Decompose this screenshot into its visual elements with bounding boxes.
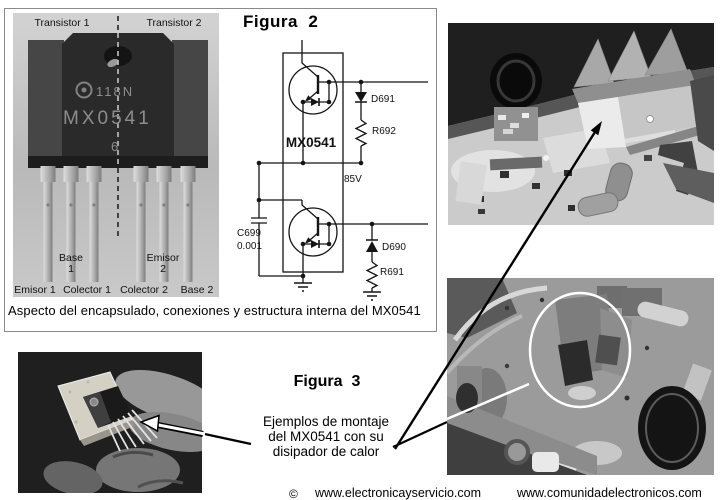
pin-label-base2: Base 2 bbox=[181, 284, 214, 296]
chip-labels: Transistor 1 Transistor 2 Base 1 Emisor … bbox=[14, 17, 213, 296]
figure3-caption: Ejemplos de montaje del MX0541 con su di… bbox=[246, 414, 406, 460]
label-85v: 85V bbox=[344, 174, 362, 185]
label-c699: C699 bbox=[237, 228, 261, 239]
label-d690: D690 bbox=[382, 242, 406, 253]
transistor1-circle bbox=[288, 65, 338, 115]
resistor-r692-symbol bbox=[354, 119, 368, 147]
transistor2-circle bbox=[288, 207, 338, 257]
label-r691: R691 bbox=[380, 267, 404, 278]
ic-label: MX0541 bbox=[286, 135, 337, 150]
transistor-on-plate bbox=[83, 386, 132, 428]
ground-symbols bbox=[294, 282, 381, 301]
marking-mx0541: MX0541 bbox=[63, 108, 152, 129]
pin-label-colector1: Colector 1 bbox=[63, 284, 111, 296]
pin-label-emisor2-num: 2 bbox=[160, 263, 166, 275]
pin-label-colector2: Colector 2 bbox=[120, 284, 168, 296]
resistor-r691-symbol bbox=[365, 261, 379, 289]
circuit-board-photo bbox=[447, 278, 714, 475]
hand-transistor-photo bbox=[18, 352, 202, 493]
label-c699-value: 0.001 bbox=[237, 241, 262, 252]
heatsink-board-photo bbox=[448, 23, 714, 225]
marking-6: 6 bbox=[111, 139, 118, 154]
figure3-caption-line: disipador de calor bbox=[272, 444, 380, 460]
brand-logo-icon bbox=[75, 81, 93, 99]
diode-d690-symbol bbox=[366, 241, 378, 252]
copyright-icon: © bbox=[289, 487, 298, 500]
label-d691: D691 bbox=[371, 94, 395, 105]
footer-site2: www.comunidadelectronicos.com bbox=[517, 486, 702, 500]
schematic-wires bbox=[251, 40, 428, 301]
chip-markings: 118N MX0541 6 bbox=[63, 84, 152, 154]
footer-site1: www.electronicayservicio.com bbox=[315, 486, 482, 500]
pin-label-base1: Base bbox=[59, 252, 83, 264]
figure2-panel: 118N MX0541 6 Transistor 1 Transistor 2 … bbox=[4, 8, 437, 332]
marking-118n: 118N bbox=[96, 84, 134, 99]
diode-d691-symbol bbox=[355, 92, 367, 102]
figure2-caption: Aspecto del encapsulado, conexiones y es… bbox=[8, 303, 421, 318]
capacitor bbox=[490, 53, 542, 141]
pin-label-emisor1: Emisor 1 bbox=[14, 284, 56, 296]
transistor2-label: Transistor 2 bbox=[146, 17, 201, 29]
transistor1-label: Transistor 1 bbox=[34, 17, 89, 29]
label-r692: R692 bbox=[372, 126, 396, 137]
schematic-symbols bbox=[256, 79, 378, 279]
ic-outline bbox=[282, 52, 344, 273]
figure3-caption-line: del MX0541 con su bbox=[268, 429, 384, 445]
heatsink bbox=[572, 28, 702, 155]
chip-pins bbox=[40, 166, 196, 282]
figure2-title: Figura 2 bbox=[243, 12, 319, 31]
schematic-labels: MX0541 D691 R692 85V C699 0.001 D690 R69… bbox=[237, 94, 406, 278]
figure3-title: Figura 3 bbox=[293, 373, 361, 390]
figure3-caption-line: Ejemplos de montaje bbox=[262, 414, 390, 429]
pin-label-emisor2: Emisor bbox=[147, 252, 180, 264]
chip-package-photo: 118N MX0541 6 Transistor 1 Transistor 2 … bbox=[13, 13, 219, 297]
pin-label-base1-num: 1 bbox=[68, 263, 74, 275]
circuit-schematic: MX0541 D691 R692 85V C699 0.001 D690 R69… bbox=[237, 40, 428, 301]
